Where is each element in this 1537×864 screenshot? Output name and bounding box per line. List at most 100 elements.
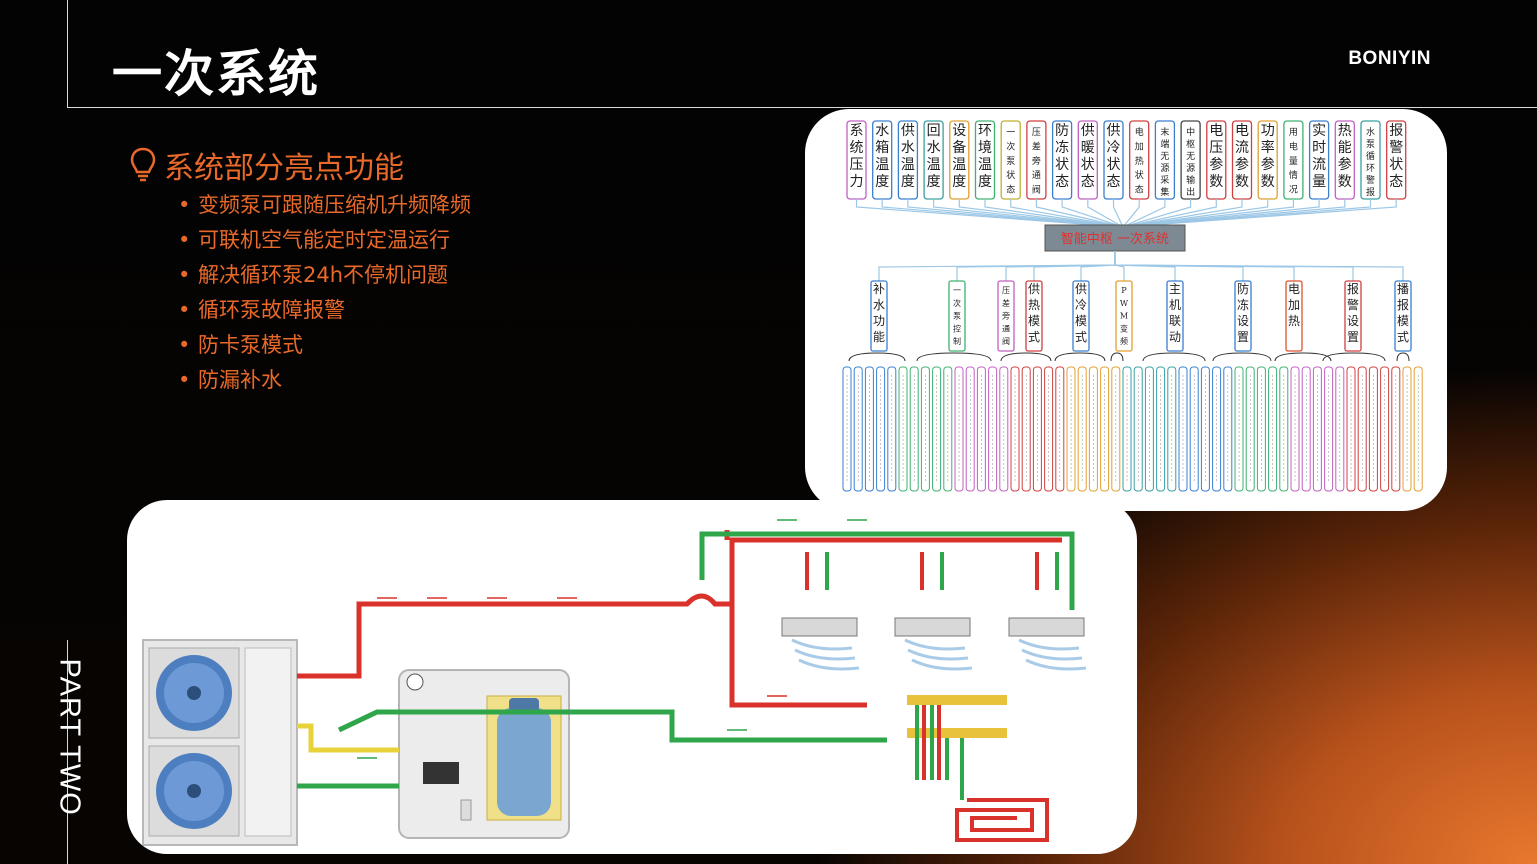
tree-connector (1122, 199, 1243, 228)
system-schematic (142, 519, 1087, 846)
tree-node-top-label: 泵 (1366, 139, 1375, 150)
tree-node-mid-label: 水 (873, 298, 885, 312)
tree-node-top-label: 循 (1366, 150, 1375, 162)
tree-node-mid (1394, 280, 1412, 352)
tree-node-mid-label: 式 (1397, 330, 1409, 344)
tree-connector (1010, 199, 1124, 228)
tree-connector (1061, 199, 1124, 228)
outdoor-unit (142, 639, 298, 846)
tree-connector (1122, 199, 1346, 228)
system-schematic-panel (127, 500, 1137, 854)
tree-node-mid-label: 报 (1397, 297, 1409, 312)
tree-node-top-label: 采 (1160, 175, 1169, 186)
tree-node-top-label: 阀 (1032, 185, 1041, 196)
tree-node-top-label: 集 (1160, 186, 1169, 198)
tree-node-mid-label: 动 (1169, 330, 1181, 344)
tree-node-top-label: 压 (850, 157, 864, 173)
frame-line (67, 0, 68, 107)
tree-node-mid (1072, 280, 1090, 352)
tree-node-top-label: 水 (875, 123, 889, 139)
tree-connector (1122, 199, 1397, 228)
tree-node-mid-label: 一 (953, 286, 961, 295)
tree-connector (855, 199, 1124, 228)
tree-node-top-label: 冷 (1107, 140, 1121, 156)
tree-node-mid-label: 电 (1288, 282, 1300, 296)
tree-node-top-label: 报 (1389, 123, 1403, 139)
tree-node-top-label: 无 (1186, 151, 1195, 162)
tree-node-top-label: 泵 (1006, 156, 1015, 167)
tree-node-top-label: 状 (1081, 157, 1095, 173)
tree-node-top-label: 态 (1081, 174, 1095, 190)
tree-node-top-label: 状 (1006, 169, 1015, 181)
tree-bracket (916, 352, 992, 362)
tree-node-top-label: 数 (1261, 174, 1275, 190)
tree-node-mid (948, 280, 966, 352)
tree-node-top-label: 环 (1366, 163, 1375, 174)
indoor-module (398, 669, 570, 839)
tree-node-mid-label: 热 (1288, 314, 1300, 328)
tree-node-top-label: 端 (1160, 138, 1169, 150)
tree-node-top-label: 源 (1160, 163, 1169, 174)
tree-node-top-label: 温 (978, 157, 992, 173)
tree-connector (1114, 251, 1125, 281)
tree-center-label: 智能中枢 一次系统 (1061, 231, 1169, 247)
page-title: 一次系统 (112, 45, 320, 103)
tree-connector (1114, 251, 1404, 281)
tree-node-top-label: 态 (1135, 184, 1144, 196)
tree-connector (933, 199, 1124, 228)
list-item: 解决循环泵24h不停机问题 (178, 258, 471, 293)
tree-node-top-label: 温 (875, 157, 889, 173)
tree-bracket (1142, 352, 1206, 362)
tree-node-top-label: 电 (1135, 126, 1144, 138)
tree-node-top-label: 功 (1261, 123, 1275, 139)
tree-node-top-label: 态 (1389, 174, 1403, 190)
tree-node-top-label: 加 (1135, 141, 1144, 152)
tree-node-top-label: 防 (1055, 123, 1069, 139)
tree-node-top-label: 实 (1312, 123, 1326, 139)
tree-node-mid (1234, 280, 1252, 352)
tree-bracket (1274, 352, 1332, 362)
tree-node-top-label: 力 (850, 174, 864, 190)
tree-node-top-label: 警 (1366, 174, 1375, 186)
tree-node-mid-label: 变 (1120, 323, 1128, 333)
lightbulb-icon (130, 147, 156, 182)
tree-node-mid-label: 控 (953, 323, 961, 333)
tree-node-mid-label: W (1120, 299, 1129, 308)
fan-coil (1008, 617, 1087, 671)
function-tree-panel: 系统压力水箱温度供水温度回水温度设备温度环境温度一次泵状态压差旁通阀防冻状态供暖… (805, 109, 1447, 511)
list-item: 防漏补水 (178, 363, 471, 398)
tree-node-mid-label: 旁 (1002, 311, 1010, 321)
tree-node-top-label: 度 (901, 174, 915, 190)
pipe-network (297, 530, 1075, 789)
tree-node-top-label: 警 (1389, 140, 1403, 156)
tree-node-top-label: 电 (1289, 140, 1298, 152)
tree-node-mid-label: P (1121, 286, 1127, 295)
tree-connector (1122, 199, 1192, 228)
tree-node-top-label: 数 (1338, 174, 1352, 190)
tree-node-top-label: 电 (1209, 123, 1223, 139)
tree-node-top-label: 量 (1312, 174, 1326, 190)
tree-node-mid-label: 置 (1237, 330, 1249, 344)
tree-node-top-label: 供 (1107, 123, 1121, 139)
tree-connector (1122, 199, 1320, 228)
tree-node-mid-label: 能 (873, 330, 885, 344)
tree-node-top-label: 供 (901, 123, 915, 139)
tree-node-top-label: 热 (1338, 123, 1352, 139)
tree-node-top-label: 状 (1107, 157, 1121, 173)
tree-connector (1122, 199, 1166, 228)
tree-node-mid-label: 联 (1169, 314, 1181, 328)
tree-node-top-label: 次 (1006, 140, 1015, 152)
tree-node-mid-label: 式 (1075, 330, 1087, 344)
tree-node-top-label: 水 (1366, 126, 1375, 138)
tree-connector (1122, 199, 1269, 228)
tree-node-mid-label: 差 (1002, 298, 1010, 308)
tree-node-top-label: 回 (927, 123, 941, 139)
tree-node-top-label: 度 (875, 174, 889, 190)
section-heading: 系统部分亮点功能 (130, 143, 404, 187)
tree-bracket (1054, 352, 1106, 362)
tree-node-mid-label: 供 (1028, 282, 1040, 296)
tree-bracket (848, 352, 906, 362)
tree-node-top-label: 况 (1289, 185, 1298, 196)
tree-node-mid-label: 泵 (953, 312, 961, 321)
tree-node-top-label: 量 (1289, 156, 1298, 167)
